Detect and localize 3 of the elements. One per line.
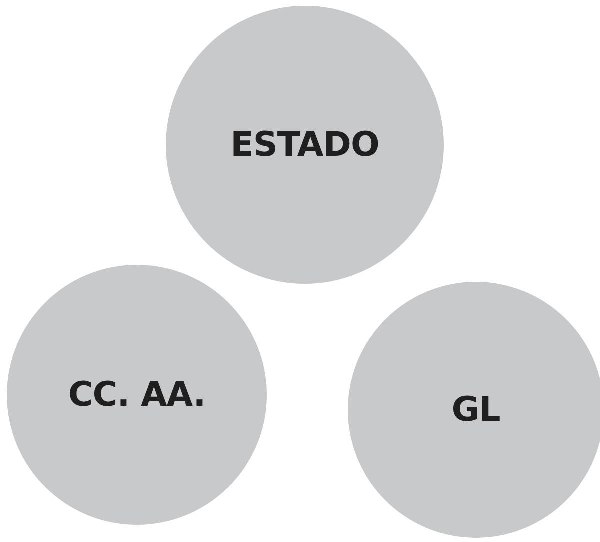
circle-label: GL <box>452 390 500 430</box>
circle-label: CC. AA. <box>68 375 206 415</box>
circle-label: ESTADO <box>230 125 380 165</box>
